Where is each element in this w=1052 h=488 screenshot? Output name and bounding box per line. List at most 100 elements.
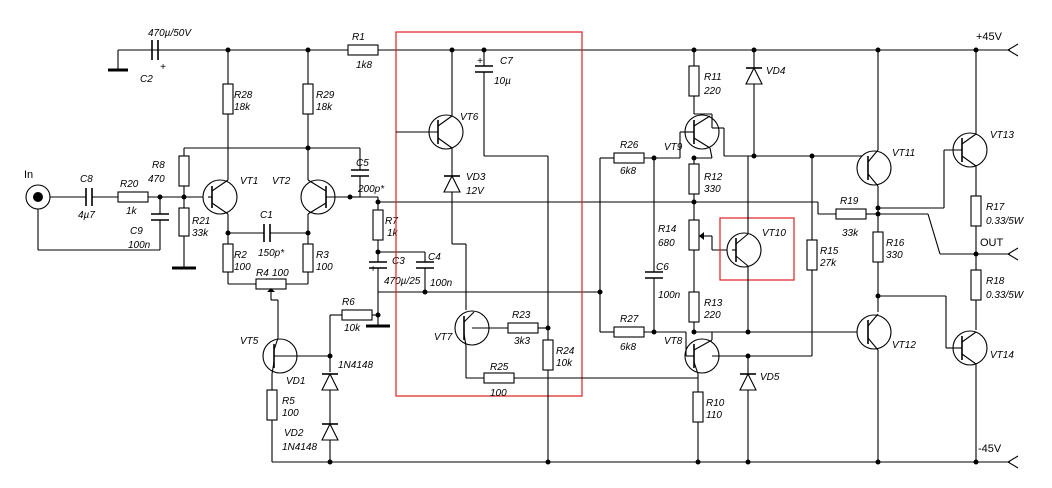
resistor-r24: R24 10k: [542, 339, 575, 462]
svg-text:100: 100: [490, 388, 507, 399]
resistor-r8: R8 470: [148, 148, 190, 197]
capacitor-c4: C4 100n: [416, 252, 453, 292]
svg-text:110: 110: [706, 410, 722, 421]
resistor-r3: R3 100: [302, 243, 333, 284]
resistor-r12: R12 330: [688, 163, 723, 195]
diode-vd1: VD1 1N4148: [286, 356, 373, 414]
svg-text:150p*: 150p*: [258, 248, 285, 259]
svg-text:VT2: VT2: [272, 176, 291, 187]
svg-text:100n: 100n: [430, 278, 453, 289]
svg-text:R23: R23: [512, 310, 531, 321]
svg-text:C9: C9: [130, 226, 143, 237]
svg-text:VD2: VD2: [284, 428, 304, 439]
svg-text:VT5: VT5: [240, 336, 259, 347]
zener-diode-vd3: VD3 12V: [443, 168, 486, 310]
resistor-r15: R15 27k: [806, 156, 839, 356]
svg-text:R11: R11: [704, 72, 722, 83]
svg-text:680: 680: [658, 238, 675, 249]
svg-text:VT6: VT6: [460, 112, 479, 123]
resistor-r20: R20 1k: [117, 179, 149, 217]
resistor-r27: R27 6k8: [600, 314, 686, 353]
rail-terminal-pos: +45V: [976, 31, 1019, 57]
capacitor-c9: C9 100n: [128, 197, 169, 251]
svg-text:1k8: 1k8: [356, 60, 373, 71]
svg-text:VD4: VD4: [766, 66, 786, 77]
transistor-vt9: VT9: [664, 113, 725, 159]
capacitor-c1: C1 150p*: [228, 210, 308, 259]
transistor-vt12: VT12: [856, 313, 916, 462]
svg-text:C1: C1: [260, 210, 273, 221]
resistor-r13: R13 220: [688, 291, 723, 332]
svg-text:10µ: 10µ: [494, 76, 511, 87]
diode-vd4: VD4: [745, 50, 786, 156]
svg-text:+: +: [160, 62, 166, 73]
svg-text:4µ7: 4µ7: [78, 210, 95, 221]
svg-text:R26: R26: [620, 140, 639, 151]
svg-text:27k: 27k: [819, 258, 837, 269]
svg-text:R3: R3: [316, 250, 329, 261]
transistor-vt1: VT1: [202, 176, 258, 215]
highlight-box-vt10: [719, 217, 795, 281]
transistor-vt13: VT13: [943, 50, 1014, 208]
transistor-vt10: VT10: [726, 156, 786, 332]
resistor-r25: R25 100: [466, 362, 698, 399]
input-jack: In: [24, 169, 51, 210]
svg-text:10k: 10k: [344, 323, 361, 334]
transistor-vt7: VT7: [434, 310, 508, 378]
svg-text:VT11: VT11: [892, 148, 915, 159]
svg-text:100: 100: [316, 262, 333, 273]
svg-text:In: In: [24, 169, 33, 181]
svg-text:OUT: OUT: [980, 237, 1004, 249]
svg-text:1N4148: 1N4148: [338, 360, 373, 371]
transistor-vt8: VT8: [664, 332, 720, 392]
svg-text:R19: R19: [840, 196, 859, 207]
svg-text:C4: C4: [428, 252, 441, 263]
svg-text:330: 330: [886, 250, 903, 261]
svg-text:R10: R10: [706, 398, 725, 409]
svg-text:+: +: [370, 264, 376, 275]
resistor-r5: R5 100: [266, 374, 299, 462]
svg-text:100: 100: [234, 262, 251, 273]
svg-text:0.33/5W: 0.33/5W: [986, 290, 1025, 301]
svg-text:R1: R1: [352, 32, 365, 43]
resistor-r28: R28 18k: [222, 50, 253, 180]
capacitor-c7: + C7 10µ: [475, 50, 548, 157]
svg-text:C3: C3: [392, 256, 405, 267]
svg-text:470: 470: [148, 174, 165, 185]
svg-text:R14: R14: [658, 224, 677, 235]
svg-text:+: +: [477, 56, 483, 67]
svg-text:R8: R8: [152, 160, 165, 171]
transistor-vt2: VT2: [272, 176, 350, 215]
svg-text:R20: R20: [120, 179, 139, 190]
svg-text:R18: R18: [986, 276, 1005, 287]
svg-text:18k: 18k: [234, 102, 251, 113]
output-terminal: OUT: [976, 237, 1019, 261]
diode-vd2: VD2 1N4148: [282, 414, 339, 462]
svg-text:6k8: 6k8: [620, 166, 637, 177]
potentiometer-r14: R14 680: [658, 219, 712, 251]
resistor-r2: R2 100: [222, 243, 251, 284]
svg-text:R16: R16: [886, 238, 905, 249]
svg-text:C2: C2: [140, 74, 153, 85]
svg-text:100: 100: [272, 268, 289, 279]
svg-text:VT9: VT9: [664, 142, 683, 153]
svg-text:200p*: 200p*: [357, 184, 385, 195]
svg-text:C7: C7: [500, 56, 513, 67]
svg-text:C6: C6: [656, 262, 669, 273]
svg-text:VT8: VT8: [664, 336, 683, 347]
svg-text:330: 330: [704, 184, 721, 195]
svg-text:12V: 12V: [466, 186, 485, 197]
svg-text:R28: R28: [234, 90, 253, 101]
svg-text:R6: R6: [342, 297, 355, 308]
resistor-r26: R26 6k8: [600, 140, 680, 177]
resistor-r21: R21 33k: [172, 197, 210, 270]
diode-vd5: VD5: [739, 356, 780, 462]
svg-text:0.33/5W: 0.33/5W: [986, 216, 1025, 227]
svg-text:VT10: VT10: [762, 228, 786, 239]
svg-text:R17: R17: [986, 202, 1005, 213]
svg-text:1k: 1k: [126, 206, 138, 217]
svg-text:100: 100: [282, 408, 299, 419]
svg-text:R29: R29: [316, 90, 335, 101]
resistor-r1: R1 1k8: [347, 32, 379, 71]
